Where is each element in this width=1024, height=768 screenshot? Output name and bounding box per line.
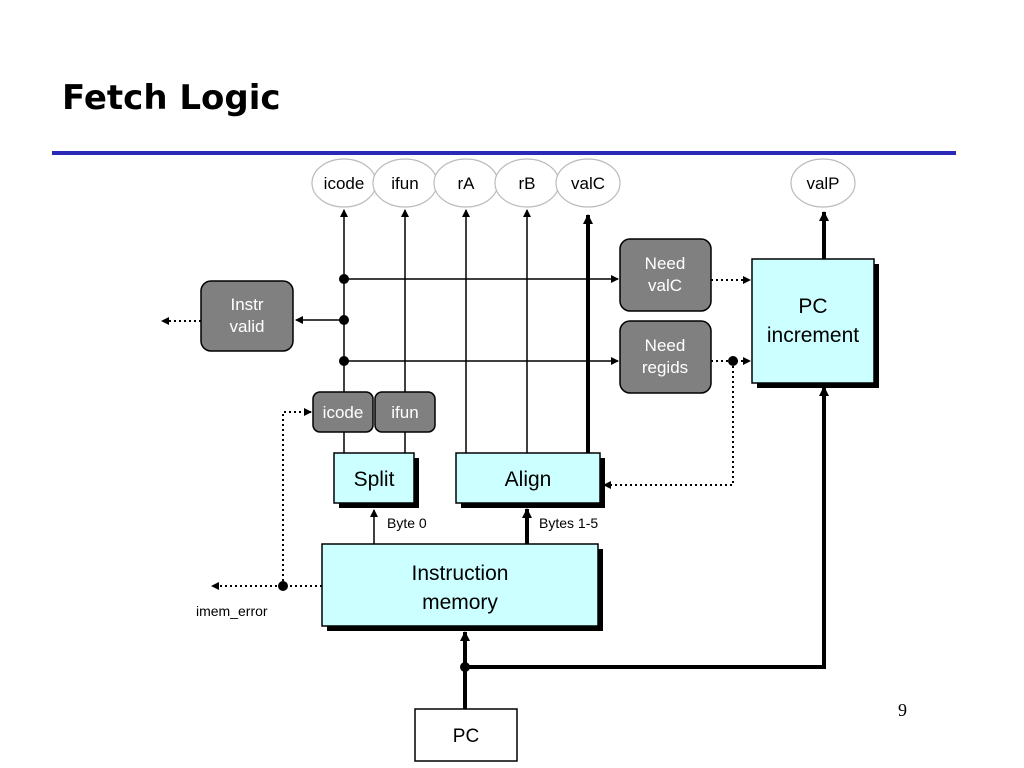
icode-register-label: icode (323, 403, 364, 422)
align-block (455, 452, 601, 504)
instruction-memory-line2: memory (422, 591, 498, 614)
instruction-memory-block (321, 543, 599, 627)
need-valc-line1: Need (645, 254, 686, 273)
output-valp-label: valP (806, 174, 839, 193)
output-icode-label: icode (324, 174, 365, 193)
need-regids-block (619, 320, 712, 394)
pc-increment-line1: PC (798, 295, 827, 318)
need-regids-line1: Need (645, 336, 686, 355)
align-label: Align (505, 468, 552, 491)
instr-valid-block (200, 280, 294, 352)
page-number: 9 (898, 700, 907, 720)
pc-increment-block (751, 258, 875, 384)
byte0-label: Byte 0 (387, 515, 427, 531)
junction-dot (278, 581, 288, 591)
wire-pc-to-pcinc (465, 386, 829, 669)
instr-valid-line1: Instr (230, 295, 263, 314)
output-valc (555, 158, 621, 208)
pc-block (414, 708, 518, 762)
output-ra-label: rA (458, 174, 476, 193)
pc-increment-line2: increment (767, 324, 859, 347)
wire-imem-error-to-icode (282, 408, 312, 586)
junction-dot (339, 356, 349, 366)
pc-label: PC (453, 726, 479, 747)
icode-register (312, 391, 374, 433)
junction-dots (278, 274, 738, 672)
ifun-register-label: ifun (391, 403, 418, 422)
wire-need-regids-to-align (603, 361, 734, 489)
need-valc-line2: valC (648, 276, 682, 295)
junction-dot (728, 356, 738, 366)
title-rule (52, 151, 956, 155)
junction-dot (339, 315, 349, 325)
imem-error-label: imem_error (196, 603, 268, 619)
output-valc-label: valC (571, 174, 605, 193)
instruction-memory-line1: Instruction (412, 562, 509, 585)
split-label: Split (354, 468, 395, 491)
slide-title: Fetch Logic (62, 78, 281, 118)
split-block (333, 452, 415, 504)
control-blocks: Instr valid Need valC Need regids icode … (200, 238, 712, 433)
wire-labels: Byte 0 Bytes 1-5 imem_error (196, 515, 598, 619)
bytes15-label: Bytes 1-5 (539, 515, 598, 531)
junction-dot (339, 274, 349, 284)
output-signals: icode ifun rA rB valC valP (311, 158, 856, 208)
ifun-register (374, 391, 436, 433)
junction-dot (460, 662, 470, 672)
datapath-blocks: PC increment Split Align Instruction mem… (321, 258, 879, 762)
instr-valid-line2: valid (230, 317, 265, 336)
need-valc-block (619, 238, 712, 312)
output-rb-label: rB (519, 174, 536, 193)
output-ifun-label: ifun (391, 174, 418, 193)
output-valp (790, 158, 856, 208)
need-regids-line2: regids (642, 358, 688, 377)
